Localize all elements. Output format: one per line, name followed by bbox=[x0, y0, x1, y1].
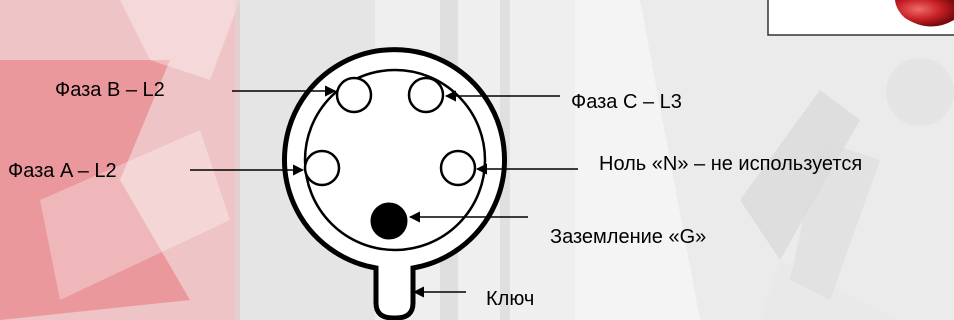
pin-ground bbox=[370, 202, 408, 240]
pin-phase-a bbox=[303, 149, 341, 187]
label-phase-a: Фаза A – L2 bbox=[8, 160, 117, 182]
label-key: Ключ bbox=[486, 288, 535, 310]
label-phase-b: Фаза B – L2 bbox=[55, 79, 165, 101]
label-phase-c: Фаза C – L3 bbox=[571, 91, 682, 113]
label-neutral: Ноль «N» – не используется bbox=[599, 153, 863, 175]
pin-phase-b bbox=[335, 76, 373, 114]
label-ground: Заземление «G» bbox=[550, 226, 707, 248]
socket-inner-ring bbox=[303, 68, 487, 252]
pin-neutral bbox=[439, 149, 477, 187]
pin-phase-c bbox=[407, 76, 445, 114]
socket-body bbox=[282, 47, 507, 320]
